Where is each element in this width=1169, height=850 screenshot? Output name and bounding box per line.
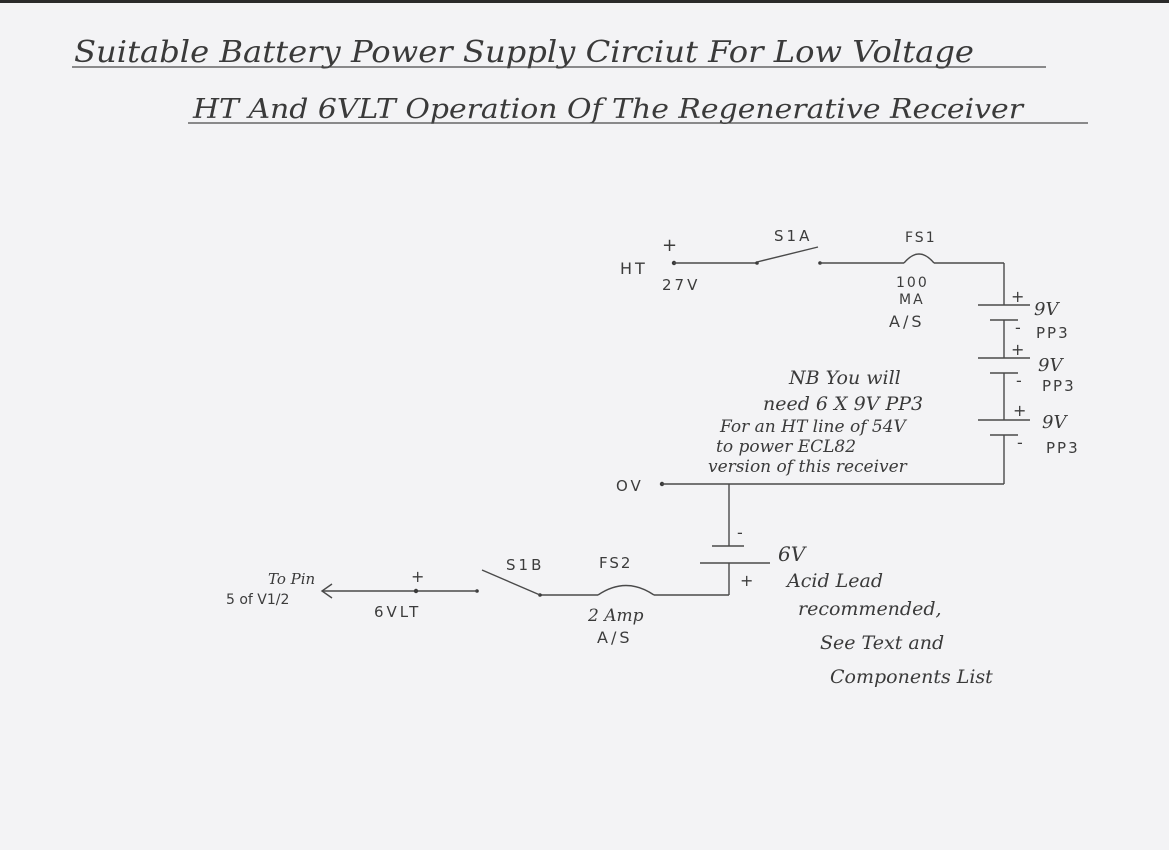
lt-out-terminal <box>413 588 419 594</box>
lt-out-to-1: To Pin <box>268 570 315 588</box>
lt-battery-voltage: 6V <box>778 542 808 566</box>
fs2-rating-2: A/S <box>597 628 633 647</box>
lt-out-to-2: 5 of V1/2 <box>226 592 289 608</box>
arrow-left-icon <box>320 583 333 599</box>
note-line-1: NB You will <box>788 367 901 389</box>
lt-out-plus: + <box>411 567 424 586</box>
battery3-voltage: 9V <box>1042 412 1068 433</box>
ov-label: OV <box>616 477 644 495</box>
battery1-type: PP3 <box>1036 324 1070 342</box>
lt-battery-desc-1: Acid Lead <box>785 570 883 592</box>
ht-voltage: 27V <box>662 276 700 294</box>
lt-battery-desc-3: See Text and <box>820 632 944 654</box>
fs1-rating-1: 100 <box>896 275 929 291</box>
title-line-1: Suitable Battery Power Supply Circiut Fo… <box>74 35 974 70</box>
ht-plus: + <box>662 235 677 256</box>
battery2-type: PP3 <box>1042 377 1076 395</box>
fs1-fuse-symbol <box>903 253 935 264</box>
fs2-rating-1: 2 Amp <box>587 606 644 626</box>
note-line-3: For an HT line of 54V <box>719 417 908 437</box>
s1b-blade <box>481 569 541 596</box>
lt-battery-desc-4: Components List <box>830 666 993 688</box>
battery1-voltage: 9V <box>1034 299 1060 320</box>
fs1-label: FS1 <box>905 230 937 246</box>
battery3-minus: - <box>1017 433 1023 452</box>
s1a-label: S1A <box>774 227 812 245</box>
note-line-2: need 6 X 9V PP3 <box>763 393 923 415</box>
battery2-minus: - <box>1016 371 1022 390</box>
lt-battery-plus: + <box>740 571 753 590</box>
battery3-plus: + <box>1013 401 1026 420</box>
fs2-label: FS2 <box>599 554 632 572</box>
battery2-voltage: 9V <box>1038 355 1064 376</box>
s1a-blade <box>756 246 819 263</box>
fs2-fuse-symbol <box>597 584 655 596</box>
lt-battery-desc-2: recommended, <box>798 598 942 620</box>
s1b-label: S1B <box>506 556 544 574</box>
lt-out-label: 6VLT <box>374 603 421 621</box>
lt-battery-minus: - <box>737 523 743 542</box>
scan-edge <box>0 0 1169 3</box>
fs1-rating-3: A/S <box>889 312 925 331</box>
ht-label: HT <box>620 259 648 278</box>
title-line-2: HT And 6VLT Operation Of The Regenerativ… <box>192 94 1025 125</box>
battery3-type: PP3 <box>1046 439 1080 457</box>
battery1-plus: + <box>1011 287 1024 306</box>
note-line-4: to power ECL82 <box>716 437 856 457</box>
battery2-plus: + <box>1011 340 1024 359</box>
fs1-rating-2: MA <box>899 292 925 308</box>
note-line-5: version of this receiver <box>708 457 908 477</box>
battery1-minus: - <box>1015 318 1021 337</box>
